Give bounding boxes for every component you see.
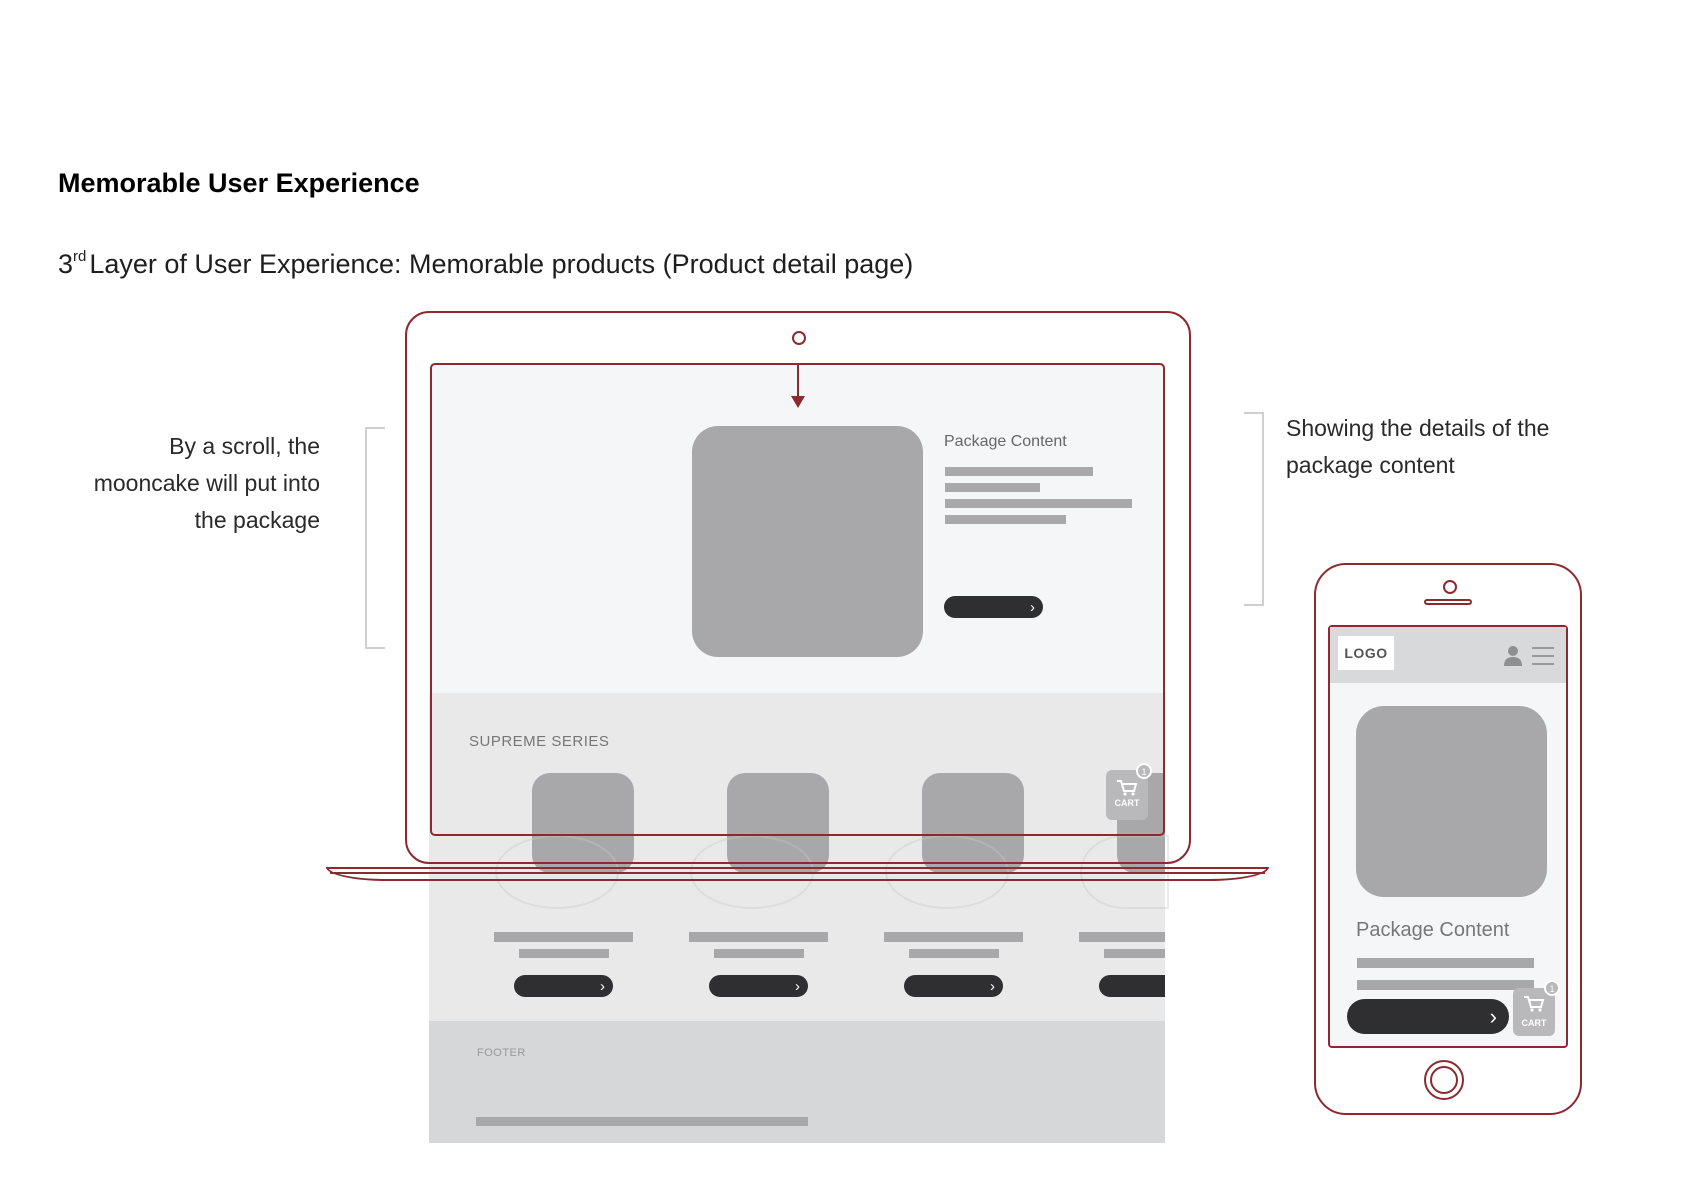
product-name-line bbox=[884, 932, 1023, 942]
footer-label: FOOTER bbox=[477, 1047, 526, 1059]
user-icon[interactable] bbox=[1503, 645, 1523, 667]
text-line bbox=[945, 499, 1132, 508]
series-title: SUPREME SERIES bbox=[469, 733, 610, 750]
text-line bbox=[945, 467, 1093, 476]
chevron-right-icon: › bbox=[795, 977, 800, 995]
add-to-package-button[interactable]: › bbox=[944, 596, 1043, 618]
arrow-down-icon bbox=[791, 396, 805, 408]
chevron-right-icon: › bbox=[990, 977, 995, 995]
details-annotation: Showing the details of the package conte… bbox=[1286, 415, 1550, 478]
product-button[interactable]: › bbox=[904, 975, 1003, 997]
product-price-line bbox=[714, 949, 804, 958]
chevron-right-icon: › bbox=[1030, 598, 1035, 616]
phone-add-button[interactable]: › bbox=[1347, 999, 1509, 1034]
product-price-line bbox=[519, 949, 609, 958]
text-line bbox=[945, 483, 1040, 492]
chevron-right-icon: › bbox=[1489, 1003, 1497, 1029]
product-price-line bbox=[909, 949, 999, 958]
right-bracket bbox=[1244, 412, 1264, 606]
product-image-placeholder bbox=[692, 426, 923, 657]
menu-icon[interactable] bbox=[1532, 646, 1554, 666]
phone-package-content-title: Package Content bbox=[1356, 919, 1510, 941]
scroll-arrow-line bbox=[797, 364, 799, 400]
package-content-title: Package Content bbox=[944, 433, 1067, 450]
footer-line bbox=[476, 1117, 808, 1126]
cart-count-badge: 1 bbox=[1136, 763, 1152, 779]
cart-icon bbox=[1523, 996, 1545, 1012]
scroll-annotation: By a scroll, the mooncake will put into … bbox=[93, 433, 320, 533]
product-button[interactable] bbox=[1099, 975, 1165, 997]
cart-label: CART bbox=[1114, 798, 1140, 808]
text-line bbox=[945, 515, 1066, 524]
camera-icon bbox=[1443, 580, 1457, 594]
logo[interactable]: LOGO bbox=[1338, 636, 1394, 670]
phone-product-image bbox=[1356, 706, 1547, 897]
laptop-base-edge bbox=[330, 872, 1265, 874]
home-button[interactable] bbox=[1424, 1060, 1464, 1100]
product-name-line bbox=[1079, 932, 1165, 942]
chevron-right-icon: › bbox=[600, 977, 605, 995]
text-line bbox=[1357, 958, 1534, 968]
cart-label: CART bbox=[1521, 1018, 1547, 1028]
speaker-icon bbox=[1424, 599, 1472, 605]
product-button[interactable]: › bbox=[514, 975, 613, 997]
product-price-line bbox=[1104, 949, 1165, 958]
cart-icon bbox=[1116, 780, 1138, 796]
page-title: Memorable User Experience bbox=[58, 168, 420, 198]
laptop-frame bbox=[405, 311, 1191, 864]
phone-frame bbox=[1314, 563, 1582, 1115]
product-name-line bbox=[689, 932, 828, 942]
home-button-inner bbox=[1430, 1066, 1458, 1094]
left-bracket bbox=[365, 427, 385, 649]
product-name-line bbox=[494, 932, 633, 942]
text-line bbox=[1357, 980, 1534, 990]
laptop-base bbox=[326, 867, 1269, 881]
phone-cart-button[interactable]: CART bbox=[1513, 988, 1555, 1036]
laptop-screen bbox=[430, 363, 1165, 836]
camera-icon bbox=[792, 331, 806, 345]
cart-count-badge: 1 bbox=[1544, 980, 1560, 996]
product-button[interactable]: › bbox=[709, 975, 808, 997]
